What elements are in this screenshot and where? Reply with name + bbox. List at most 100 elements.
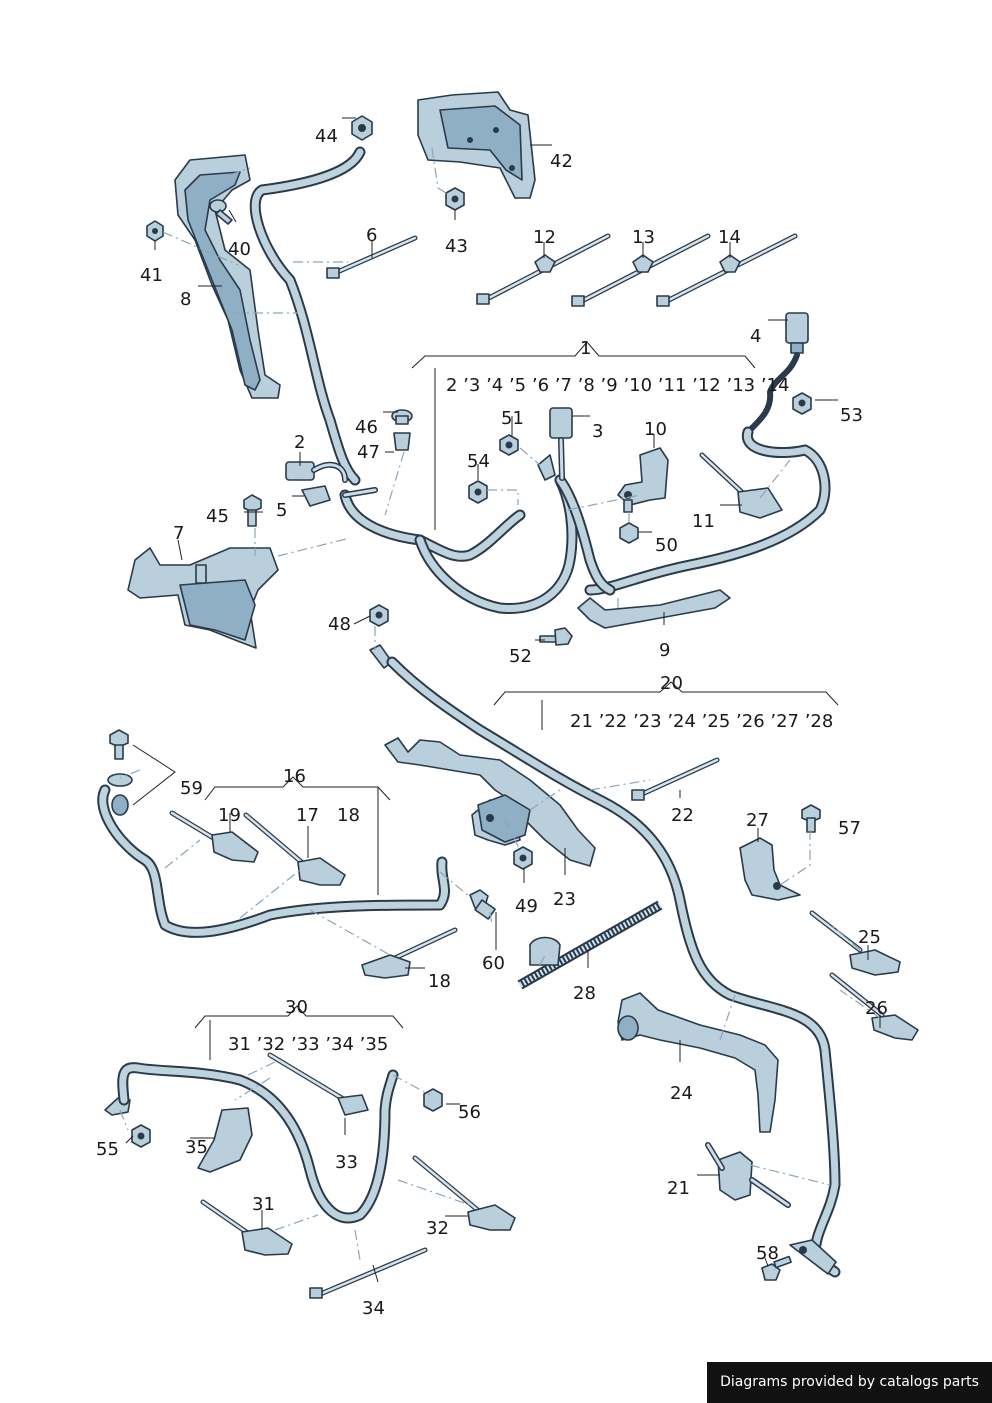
group-1-parts: 2 ’3 ’4 ’5 ’6 ’7 ’8 ’9 ’10 ’11 ’12 ’13 ’… [446, 375, 789, 396]
cable-tie-34 [309, 1247, 428, 1299]
label-9: 9 [659, 640, 670, 661]
footer-credit: Diagrams provided by catalogs parts [707, 1362, 992, 1403]
label-46: 46 [355, 417, 378, 438]
clip-32 [412, 1155, 516, 1231]
label-16: 16 [283, 766, 306, 787]
label-23: 23 [553, 889, 576, 910]
label-60: 60 [482, 953, 505, 974]
bolt-60 [469, 889, 496, 920]
nut-51 [499, 434, 519, 456]
bracket-8 [174, 154, 281, 399]
label-47: 47 [357, 442, 380, 463]
label-55: 55 [96, 1139, 119, 1160]
label-40: 40 [228, 239, 251, 260]
label-6: 6 [366, 225, 377, 246]
bolt-58 [761, 1255, 792, 1281]
connector-3 [549, 407, 573, 481]
cable-right-loop [584, 352, 831, 596]
clip-18 [361, 927, 458, 979]
group-20-parts: 21 ’22 ’23 ’24 ’25 ’26 ’27 ’28 [570, 711, 833, 732]
label-54: 54 [467, 451, 490, 472]
bracket-9 [577, 589, 731, 629]
label-26: 26 [865, 998, 888, 1019]
label-3: 3 [592, 421, 603, 442]
clip-31 [200, 1199, 293, 1256]
cable-tie-13 [571, 233, 711, 307]
cable-tie-14 [656, 233, 798, 307]
bracket-27 [739, 837, 801, 901]
cover-24 [617, 992, 779, 1133]
bracket-10 [617, 447, 669, 513]
cable-guide-23 [384, 737, 596, 867]
ground-lug-58 [789, 1239, 837, 1275]
label-8: 8 [180, 289, 191, 310]
cable-tie-6 [326, 235, 418, 279]
clip-19 [169, 810, 259, 863]
nut-54 [468, 480, 488, 504]
label-51: 51 [501, 408, 524, 429]
bracket-42 [417, 91, 536, 199]
label-59: 59 [180, 778, 203, 799]
label-4: 4 [750, 326, 761, 347]
bracket-35 [197, 1107, 253, 1173]
label-2: 2 [294, 432, 305, 453]
label-50: 50 [655, 535, 678, 556]
cable-30 [104, 1062, 399, 1224]
label-31: 31 [252, 1194, 275, 1215]
nut-49 [513, 846, 533, 870]
label-52: 52 [509, 646, 532, 667]
connector-5 [301, 485, 331, 507]
label-45: 45 [206, 506, 229, 527]
clip-25 [809, 910, 901, 976]
clip-21 [705, 1142, 791, 1208]
cable-tie-12 [476, 233, 611, 305]
label-34: 34 [362, 1298, 385, 1319]
label-10: 10 [644, 419, 667, 440]
bolt-45 [243, 494, 262, 527]
label-17: 17 [296, 805, 319, 826]
label-1: 1 [580, 338, 591, 359]
clip-33 [267, 1052, 369, 1116]
label-5: 5 [276, 500, 287, 521]
label-13: 13 [632, 227, 655, 248]
screw-40 [209, 199, 233, 225]
label-56: 56 [458, 1102, 481, 1123]
screw-52 [539, 627, 573, 646]
part-labels: 44 42 43 6 12 13 14 40 41 8 4 1 2 ’3 ’4 … [96, 126, 888, 1319]
label-41: 41 [140, 265, 163, 286]
grommet-47 [393, 432, 411, 451]
group-30-parts: 31 ’32 ’33 ’34 ’35 [228, 1034, 388, 1055]
screw-57 [801, 804, 821, 833]
label-30: 30 [285, 997, 308, 1018]
connector-2 [285, 461, 348, 483]
label-53: 53 [840, 405, 863, 426]
bolt-59 [107, 729, 133, 816]
connector-4 [785, 312, 809, 354]
cover-7 [127, 547, 279, 649]
label-32: 32 [426, 1218, 449, 1239]
label-14: 14 [718, 227, 741, 248]
label-44: 44 [315, 126, 338, 147]
label-18b: 18 [428, 971, 451, 992]
label-21: 21 [667, 1178, 690, 1199]
nut-53 [792, 392, 812, 415]
label-42: 42 [550, 151, 573, 172]
battery-cable-20 [369, 644, 841, 1278]
clip-harness [537, 454, 556, 481]
label-19: 19 [218, 805, 241, 826]
label-49: 49 [515, 896, 538, 917]
label-48: 48 [328, 614, 351, 635]
nut-41 [146, 220, 164, 242]
label-25: 25 [858, 927, 881, 948]
nut-44 [351, 115, 373, 141]
cable-tie-22 [631, 757, 720, 801]
label-35: 35 [185, 1137, 208, 1158]
label-11: 11 [692, 511, 715, 532]
nut-48 [369, 604, 389, 627]
nut-43 [445, 187, 465, 211]
label-7: 7 [173, 523, 184, 544]
nut-50 [619, 522, 639, 544]
label-24: 24 [670, 1083, 693, 1104]
label-20: 20 [660, 673, 683, 694]
clip-11 [699, 452, 783, 519]
